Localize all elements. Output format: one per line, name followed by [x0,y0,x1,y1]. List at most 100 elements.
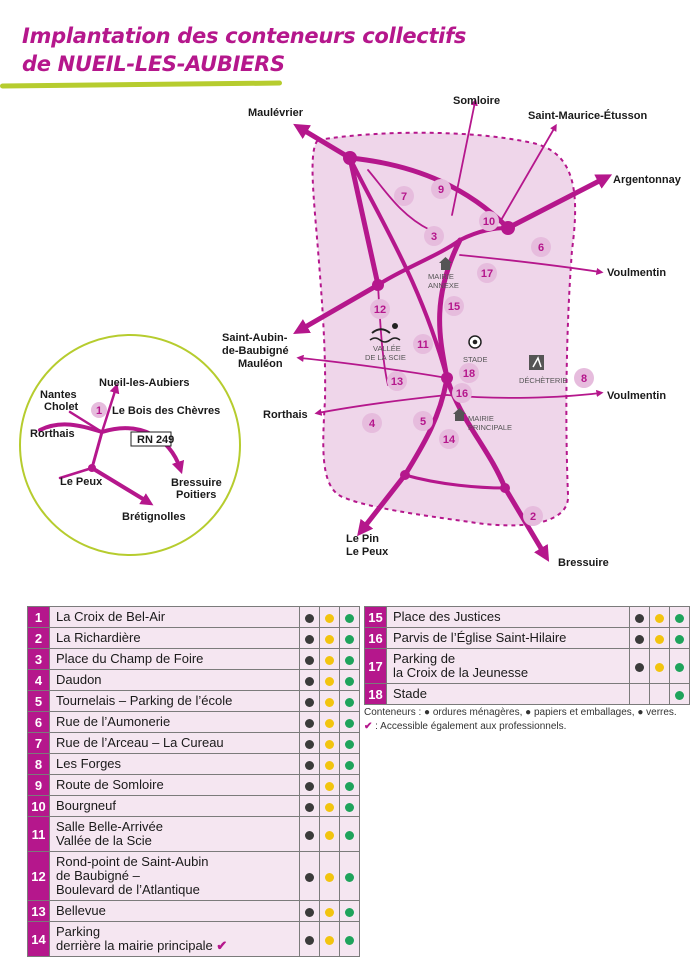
map-point-13: 13 [387,371,407,391]
legend-dot-cell [339,711,360,733]
road-saint-maurice [499,123,557,223]
road-argentonnay [505,174,613,231]
legend-name-text: Stade [393,686,427,701]
place-saint-aubin-1: Saint-Aubin- [222,332,288,344]
map-point-6-label: 6 [538,242,544,254]
legend-number: 5 [27,690,50,712]
map-point-13-label: 13 [391,376,403,388]
legend-dot-cell [669,648,690,684]
household-waste-dot-icon [305,781,314,791]
legend-dot-cell [299,732,320,754]
legend-name: Route de Somloire [49,774,300,796]
glass-dot-icon [345,802,354,812]
legend-number: 8 [27,753,50,775]
mairie-principale-label-1: MAIRIE [468,414,494,423]
place-saint-aubin-2: de-Baubigné [222,345,289,357]
household-waste-dot-icon [305,655,314,665]
legend-dot-cell [319,732,340,754]
paper-dot-icon [325,655,334,665]
map-point-10: 10 [479,211,499,231]
paper-dot-icon [655,634,664,644]
household-waste-dot-icon [305,830,314,840]
paper-dot-icon [325,872,334,882]
legend-dot-cell [319,711,340,733]
legend-dot-cell [299,921,320,957]
legend-name: La Croix de Bel-Air [49,606,300,628]
legend-name: Salle Belle-Arrivée Vallée de la Scie [49,816,300,852]
road-south-ring [403,473,507,490]
place-le-pin: Le Pin [346,533,379,545]
paper-dot-icon [325,718,334,728]
paper-dot-icon [325,781,334,791]
legend-name-text: Daudon [56,672,102,687]
household-waste-dot-icon [305,760,314,770]
household-waste-dot-icon [305,613,314,623]
glass-dot-icon [675,662,684,672]
map-point-16: 16 [452,383,472,403]
legend-name: Bourgneuf [49,795,300,817]
legend-note-professionals-text: : Accessible également aux professionnel… [375,721,567,732]
place-somloire: Somloire [453,95,500,107]
map-point-2-label: 2 [530,511,536,523]
paper-dot-icon [325,676,334,686]
legend-name-text: Les Forges [56,756,122,771]
glass-dot-icon [675,613,684,623]
stade-label: STADE [463,355,487,364]
swimmer-icon [369,323,401,343]
legend-number: 9 [27,774,50,796]
legend-name-text: La Croix de Bel-Air [56,609,166,624]
vallee-label-2: DE LA SCIE [365,353,406,362]
legend-dot-cell [319,921,340,957]
legend-dot-cell [319,900,340,922]
place-rorthais: Rorthais [263,409,308,421]
road-inner-west [377,284,389,386]
inset-point-1: 1 [96,405,102,417]
household-waste-dot-icon [305,935,314,945]
junction-south-east [500,483,510,493]
household-waste-dot-icon [305,872,314,882]
household-waste-dot-icon [305,718,314,728]
legend-row-18: 18 Stade [364,683,690,705]
legend-name-text: Rue de l’Aumonerie [56,714,171,729]
legend-number: 18 [364,683,387,705]
legend-dot-cell [629,606,650,628]
road-center-spine [437,237,463,381]
legend-name-text: Rue de l’Arceau – La Cureau [56,735,224,750]
paper-dot-icon [325,935,334,945]
map-point-17: 17 [477,263,497,283]
legend-dot-cell [629,627,650,649]
legend-dot-cell [629,683,650,705]
map-point-18-label: 18 [463,368,475,380]
legend-dot-cell [339,900,360,922]
glass-dot-icon [345,655,354,665]
map-point-8: 8 [574,368,594,388]
legend-dot-cell [319,648,340,670]
container-points: 7 9 10 3 6 17 15 12 11 18 13 16 8 5 4 14… [362,179,594,526]
map-point-10-label: 10 [483,216,495,228]
legend-dot-cell [649,683,670,705]
legend-dot-cell [339,606,360,628]
legend-name: Parking de la Croix de la Jeunesse [386,648,630,684]
legend-dot-cell [339,774,360,796]
legend-dot-cell [339,732,360,754]
household-waste-dot-icon [305,802,314,812]
check-icon: ✔ [364,721,373,732]
legend-number: 3 [27,648,50,670]
household-waste-dot-icon [305,676,314,686]
glass-dot-icon [675,634,684,644]
legend-dot-cell [299,753,320,775]
map-point-3: 3 [424,226,444,246]
junction-west [372,279,384,291]
legend-dot-cell [339,816,360,852]
legend-number: 15 [364,606,387,628]
legend-number: 2 [27,627,50,649]
place-mauleon: Mauléon [238,358,283,370]
legend-dot-cell [669,606,690,628]
road-nw-to-center [348,156,449,380]
junction-center [441,372,453,384]
paper-dot-icon [325,907,334,917]
